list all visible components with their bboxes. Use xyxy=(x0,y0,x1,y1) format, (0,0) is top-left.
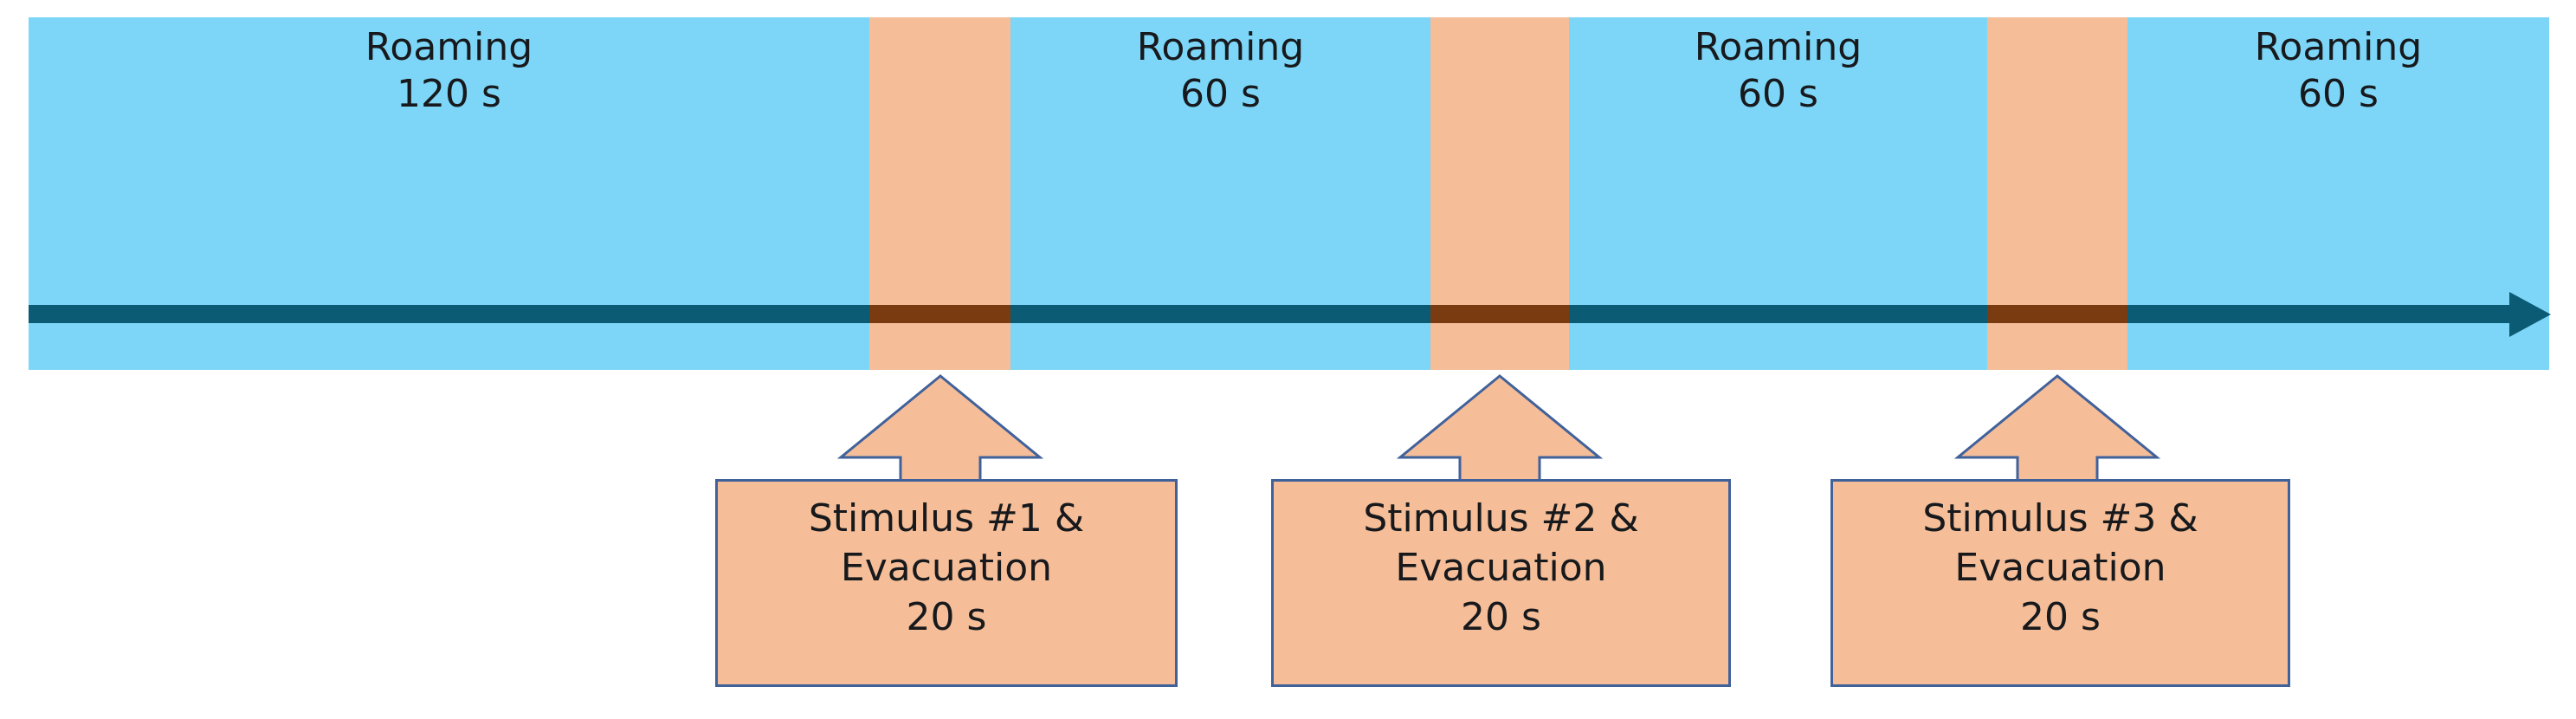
callout-subtitle: Evacuation xyxy=(1954,546,2166,591)
phase-duration: 60 s xyxy=(1180,71,1261,116)
timeline-axis-stimulus-segment xyxy=(1430,305,1569,323)
timeline-axis-stimulus-segment xyxy=(869,305,1010,323)
timeline-axis-stimulus-segment xyxy=(1987,305,2127,323)
phase-duration: 120 s xyxy=(397,71,501,116)
callout-duration: 20 s xyxy=(1461,595,1541,640)
callout-duration: 20 s xyxy=(2020,595,2101,640)
phase-name: Roaming xyxy=(1694,25,1863,69)
callout-title: Stimulus #1 & xyxy=(808,496,1085,541)
phase-name: Roaming xyxy=(1136,25,1305,69)
timeline-arrow-head-icon xyxy=(2509,292,2551,337)
callout-title: Stimulus #3 & xyxy=(1922,496,2198,541)
callout-title: Stimulus #2 & xyxy=(1363,496,1639,541)
callout-subtitle: Evacuation xyxy=(840,546,1053,591)
timeline-axis-line xyxy=(29,305,2509,323)
callout-duration: 20 s xyxy=(906,595,987,640)
phase-name: Roaming xyxy=(2254,25,2423,69)
phase-name: Roaming xyxy=(365,25,533,69)
phase-duration: 60 s xyxy=(1738,71,1818,116)
callout-subtitle: Evacuation xyxy=(1395,546,1607,591)
phase-duration: 60 s xyxy=(2298,71,2379,116)
